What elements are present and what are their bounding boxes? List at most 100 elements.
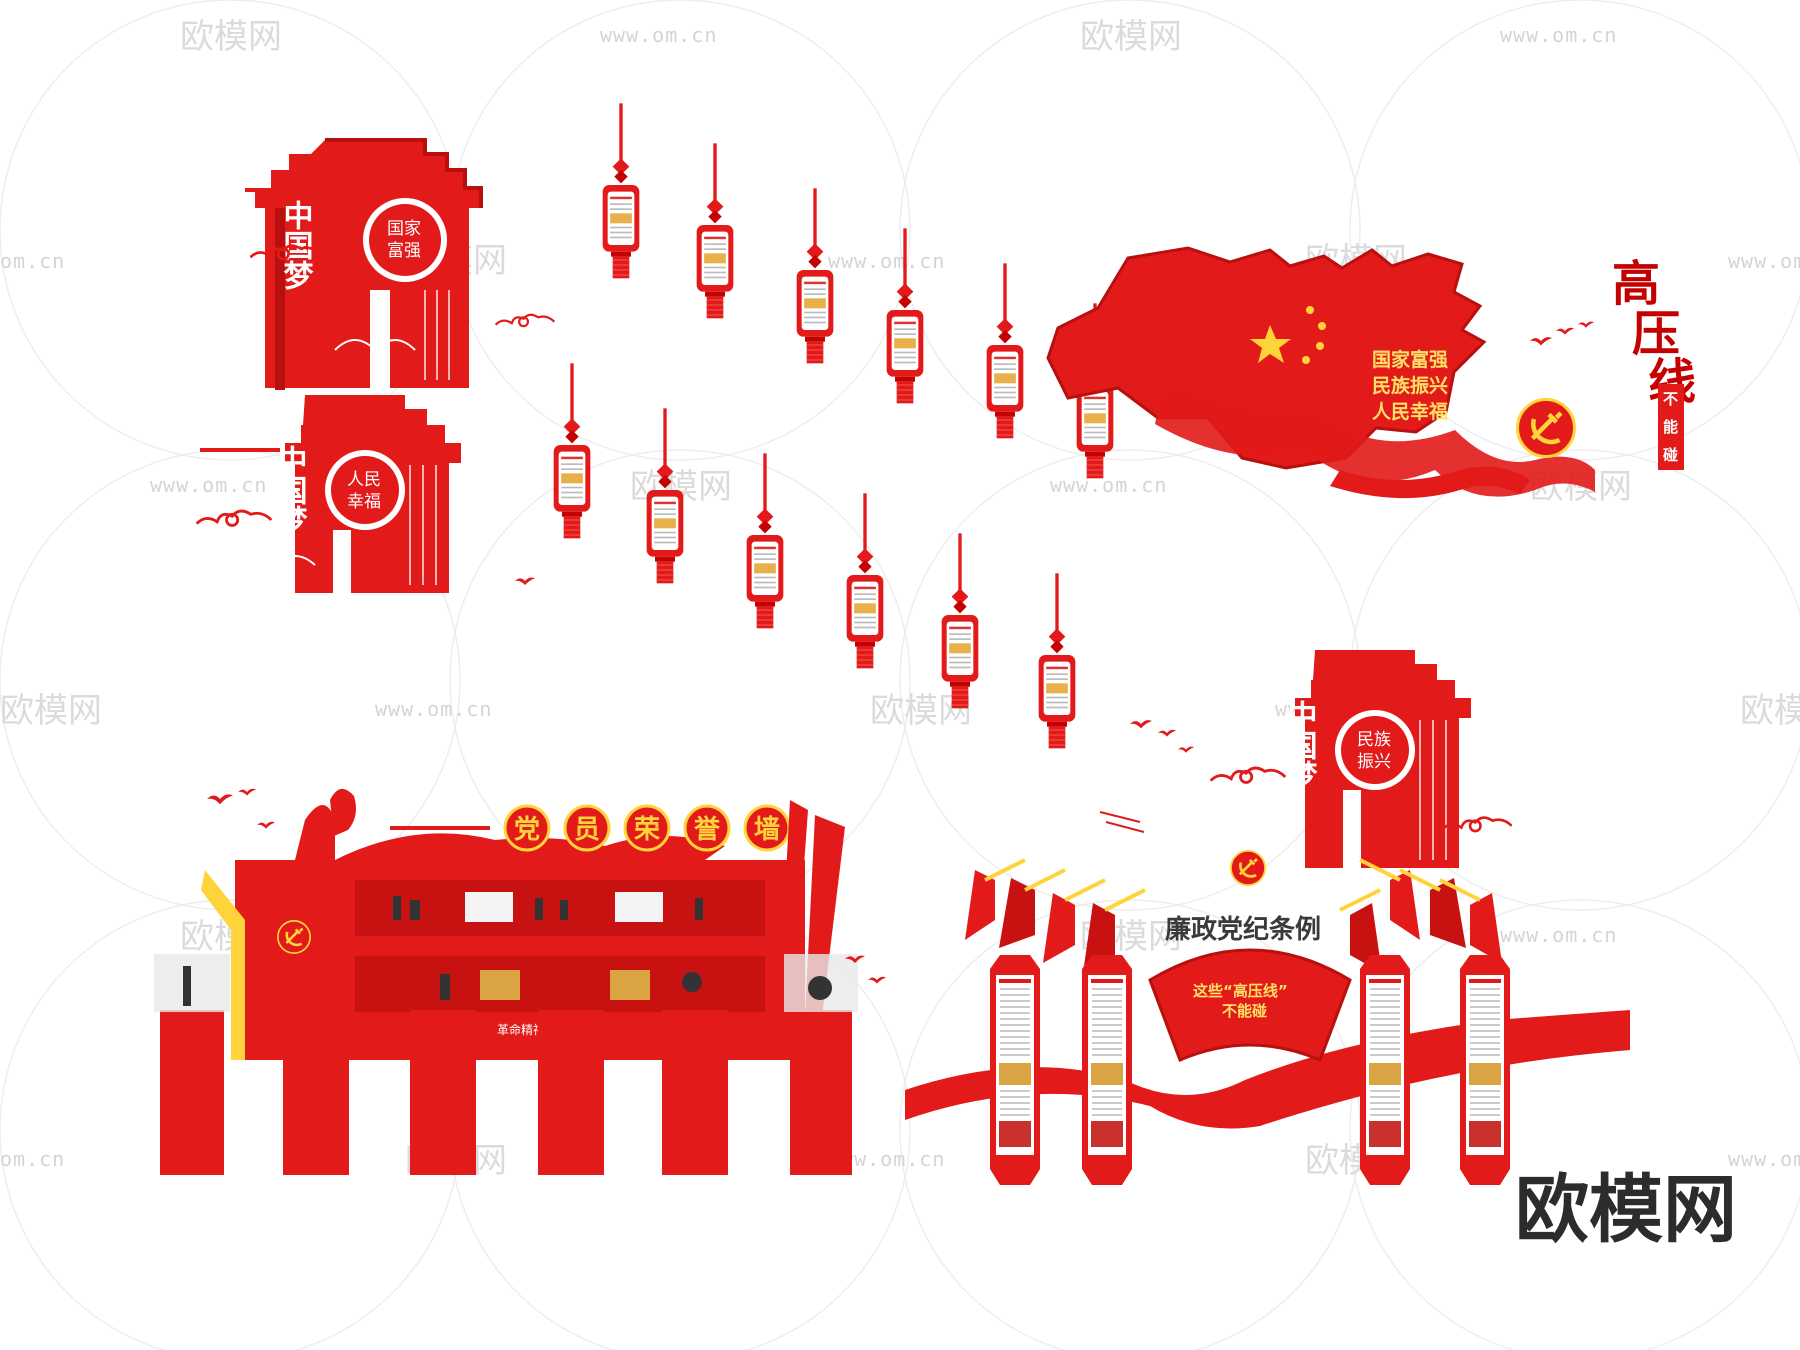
honor-wall: 党 员 荣 誉 墙 革命精神: [154, 788, 886, 1175]
lantern-panel: [552, 362, 592, 540]
bird-icon: [1578, 321, 1594, 328]
dream-wall-line: 民族: [1357, 730, 1391, 750]
flag-cluster-right: [1339, 858, 1502, 973]
fan-line: 这些“高压线”: [1193, 982, 1288, 1000]
lantern-panel: [695, 142, 735, 320]
certificate-frame: [480, 970, 520, 1000]
watermark-url: www.om.cn: [1500, 23, 1617, 47]
star-icon: [1318, 322, 1326, 330]
watermark-url: www.om.cn: [1050, 473, 1167, 497]
trophy-icon: [183, 966, 191, 1006]
honor-title-char: 荣: [634, 815, 660, 845]
lantern-panel: [845, 492, 885, 670]
side-tag: [1658, 384, 1684, 470]
cloud-scroll-icon: [495, 313, 555, 328]
lantern-panel: [601, 102, 641, 280]
dream-wall-2: 中国梦 人民 幸福: [272, 395, 461, 593]
regulation-title: 廉政党纪条例: [1165, 914, 1321, 945]
bird-icon: [1530, 337, 1552, 346]
brand-logo: 欧模网: [1515, 1167, 1737, 1253]
watermark-brand: 欧模网: [180, 17, 282, 57]
display-pedestals: [154, 954, 858, 1175]
regulation-board: [990, 955, 1040, 1185]
dream-wall-line: 振兴: [1357, 752, 1391, 772]
star-icon: [1302, 356, 1310, 364]
watermark-url: www.om.cn: [1728, 249, 1800, 273]
dream-wall-title: 中国梦: [1282, 700, 1318, 791]
dream-wall-line: 富强: [387, 241, 421, 261]
bird-icon: [238, 788, 256, 796]
watermark-url: om.cn: [0, 1147, 65, 1171]
bird-icon: [868, 976, 886, 984]
cloud-scroll-icon: [195, 509, 273, 527]
fan-line: 不能碰: [1222, 1002, 1267, 1020]
trophy-icon: [808, 976, 832, 1000]
watermark-brand: 欧模网: [0, 691, 102, 731]
trophy-icon: [560, 900, 568, 920]
honor-title-char: 誉: [694, 815, 721, 845]
calligraphy-char: 压: [1632, 306, 1680, 362]
map-slogan-line: 民族振兴: [1372, 374, 1448, 397]
dream-wall-line: 国家: [387, 219, 421, 239]
trophy-icon: [682, 972, 702, 992]
flag-cluster-left: [965, 858, 1146, 973]
hammer-sickle-icon: [277, 920, 311, 954]
dream-wall-title: 中国梦: [272, 445, 308, 536]
shelf-row-lower: [355, 956, 765, 1012]
side-tag-char: 碰: [1663, 446, 1678, 464]
honor-base-text: 革命精神: [497, 1022, 545, 1037]
star-icon: [1306, 306, 1314, 314]
honor-title: 党 员 荣 誉 墙: [503, 804, 791, 852]
watermark-url: www.om.cn: [600, 23, 717, 47]
trophy-icon: [695, 898, 703, 920]
lantern-panel: [645, 407, 685, 585]
regulation-board: [1082, 955, 1132, 1185]
bird-icon: [207, 794, 233, 805]
lantern-grid: [552, 102, 1115, 750]
honor-title-char: 员: [574, 815, 600, 845]
watermark-url: www.om.cn: [150, 473, 267, 497]
dream-wall-line: 幸福: [347, 492, 381, 512]
lantern-panel: [985, 262, 1025, 440]
honor-title-char: 墙: [754, 815, 780, 845]
watermark-url: www.om.cn: [1728, 1147, 1800, 1171]
map-slogan-line: 人民幸福: [1372, 400, 1448, 423]
watermark-brand: 欧模网: [1080, 17, 1182, 57]
map-slogan-line: 国家富强: [1372, 348, 1448, 371]
watermark-brand: 欧模网: [1740, 691, 1800, 731]
lantern-panel: [795, 187, 835, 365]
fan-panel: [1148, 948, 1352, 1062]
side-tag-char: 能: [1663, 418, 1678, 436]
certificate-frame: [465, 892, 513, 922]
watermark-url: www.om.cn: [828, 249, 945, 273]
hammer-sickle-icon: [1518, 400, 1575, 457]
dream-wall-3: 中国梦 民族 振兴: [1282, 650, 1471, 868]
bird-icon: [1178, 746, 1194, 753]
hammer-sickle-icon: [1230, 850, 1266, 886]
lantern-panel: [940, 532, 980, 710]
lantern-panel: [1037, 572, 1077, 750]
bird-icon: [1130, 720, 1152, 729]
bird-icon: [1556, 327, 1574, 335]
watermark-url: www.om.cn: [1500, 923, 1617, 947]
trophy-icon: [440, 974, 450, 1000]
bird-icon: [257, 821, 275, 829]
star-icon: [1316, 342, 1324, 350]
dream-wall-rail: [200, 448, 280, 452]
calligraphy-char: 高: [1612, 256, 1660, 312]
trophy-icon: [393, 896, 401, 920]
certificate-frame: [615, 892, 663, 922]
dream-wall-1: 中国梦 国家 富强: [245, 138, 483, 390]
regulation-board: [1360, 955, 1410, 1185]
bird-icon: [1158, 729, 1176, 737]
gold-trim: [201, 870, 245, 1060]
honor-title-char: 党: [514, 815, 540, 845]
wind-streak: [1099, 811, 1145, 833]
watermark-url: om.cn: [0, 249, 65, 273]
regulation-board: [1460, 955, 1510, 1185]
bird-icon: [515, 577, 535, 585]
torch-statue: [330, 788, 356, 836]
